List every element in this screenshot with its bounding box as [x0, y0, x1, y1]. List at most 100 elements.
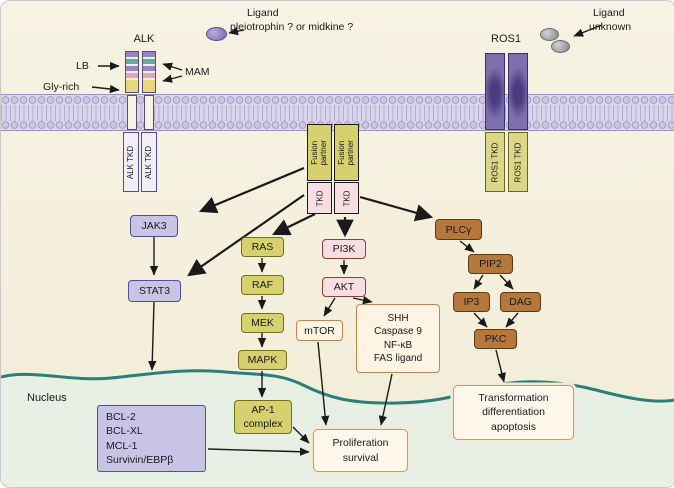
node-ip3-label: IP3 — [463, 296, 480, 308]
arrow-shh-proliferation — [378, 373, 393, 426]
thin-arrows — [91, 24, 603, 456]
node-shh-caspase-nfkb-fas-label: SHH Caspase 9 NF-κB FAS ligand — [373, 312, 423, 365]
fusion-partner-box-1: Fusion partner — [307, 124, 332, 181]
node-ras-label: RAS — [251, 241, 274, 253]
arrow-plcg-pip2 — [459, 240, 475, 253]
nucleus-label: Nucleus — [27, 392, 67, 404]
node-stat3: STAT3 — [128, 280, 181, 302]
fusion-partner-label-1: Fusion partner — [309, 139, 328, 166]
arrow-tkd-stat3 — [187, 194, 305, 277]
node-pip2: PIP2 — [468, 254, 513, 274]
node-dag-label: DAG — [509, 296, 532, 308]
transformation-outcome-box: Transformation differentiation apoptosis — [453, 385, 574, 440]
bold-arrows — [187, 166, 434, 277]
arrow-pip2-dag — [499, 274, 514, 290]
arrow-ligand-left — [228, 27, 245, 36]
fusion-tkd-box-2: TKD — [334, 182, 359, 214]
node-pkc: PKC — [474, 329, 517, 349]
arrow-tkd-plcg — [359, 195, 434, 222]
node-plcg: PLCγ — [435, 219, 482, 240]
arrow-bcl-proliferation — [207, 447, 310, 456]
gly-rich-domain-label: Gly-rich — [43, 81, 80, 93]
ligand-right-title: Ligand — [593, 7, 625, 19]
node-mapk: MAPK — [238, 350, 287, 370]
arrow-mam-lower — [162, 74, 183, 83]
ros1-tkd-box-2: ROS1 TKD — [508, 132, 528, 192]
arrow-tkd-jak3 — [198, 166, 305, 214]
node-dag: DAG — [500, 292, 541, 312]
node-mek-label: MEK — [251, 317, 274, 329]
alk-tkd-label-1: ALK TKD — [126, 145, 136, 179]
ros1-tkd-box-1: ROS1 TKD — [485, 132, 505, 192]
fusion-tkd-label-2: TKD — [342, 190, 351, 206]
ligand-unknown-oval-1 — [540, 28, 559, 41]
node-akt-label: AKT — [333, 281, 355, 293]
arrow-mtor-proliferation — [317, 341, 330, 426]
bcl-gene-1: BCL-2 — [106, 411, 136, 424]
ligand-left-subtitle: pleiotrophin ? or midkine ? — [230, 21, 354, 33]
ros1-tkd-label-1: ROS1 TKD — [490, 142, 500, 182]
fusion-partner-box-2: Fusion partner — [334, 124, 359, 181]
lb-domain-label: LB — [76, 60, 89, 72]
alk-transmembrane-2 — [144, 95, 154, 130]
nuclear-membrane-line — [1, 369, 674, 405]
node-pip2-label: PIP2 — [479, 258, 502, 270]
alk-tkd-box-1: ALK TKD — [123, 132, 139, 192]
bcl-gene-2: BCL-XL — [106, 425, 143, 438]
node-pi3k-label: PI3K — [332, 243, 356, 255]
node-raf: RAF — [241, 275, 284, 295]
node-shh-caspase-nfkb-fas: SHH Caspase 9 NF-κB FAS ligand — [356, 304, 440, 373]
arrow-akt-mtor — [323, 297, 336, 317]
membrane-lipid-heads-top — [1, 95, 674, 105]
arrow-dag-pkc — [505, 312, 519, 328]
ligand-oval — [206, 27, 227, 41]
node-ras: RAS — [241, 237, 284, 257]
arrow-stat3-nucleus — [148, 301, 157, 371]
node-jak3-label: JAK3 — [141, 220, 167, 232]
arrow-pkc-transformation — [495, 349, 506, 383]
arrow-pip2-ip3 — [473, 274, 484, 290]
alk-ectodomain-column-1 — [125, 51, 139, 93]
node-jak3: JAK3 — [130, 215, 178, 237]
node-mapk-label: MAPK — [247, 354, 278, 366]
alk-receptor-label: ALK — [133, 33, 155, 45]
node-mtor: mTOR — [296, 320, 343, 341]
arrow-ligand-right — [573, 24, 603, 37]
node-pkc-label: PKC — [484, 333, 507, 345]
mam-domain-label: MAM — [185, 66, 210, 78]
fusion-partner-label-2: Fusion partner — [336, 139, 355, 166]
arrow-gly-rich — [91, 84, 120, 94]
ros1-ectodomain-column-1 — [485, 53, 505, 130]
bcl-gene-4: Survivin/EBPβ — [106, 453, 174, 466]
node-plcg-label: PLCγ — [445, 223, 472, 236]
proliferation-survival-label: Proliferation survival — [332, 437, 389, 464]
fusion-tkd-label-1: TKD — [315, 190, 324, 206]
ros1-tkd-label-2: ROS1 TKD — [513, 142, 523, 182]
bcl-target-genes-box: BCL-2 BCL-XL MCL-1 Survivin/EBPβ — [97, 405, 206, 472]
node-raf-label: RAF — [252, 279, 273, 291]
ros1-receptor-label: ROS1 — [491, 33, 521, 45]
node-ip3: IP3 — [453, 292, 490, 312]
fusion-tkd-box-1: TKD — [307, 182, 332, 214]
node-pi3k: PI3K — [322, 239, 366, 259]
alk-transmembrane-1 — [127, 95, 137, 130]
ligand-unknown-oval-2 — [551, 40, 570, 53]
ros1-ectodomain-column-2 — [508, 53, 528, 130]
alk-tkd-label-2: ALK TKD — [144, 145, 154, 179]
transformation-outcome-label: Transformation differentiation apoptosis — [478, 392, 549, 433]
alk-ectodomain-column-2 — [142, 51, 156, 93]
node-mek: MEK — [241, 313, 284, 333]
proliferation-survival-box: Proliferation survival — [313, 429, 408, 472]
arrow-tkd-ras — [272, 213, 316, 236]
arrow-ap1-proliferation — [292, 426, 310, 444]
ligand-left-title: Ligand — [247, 7, 279, 19]
ligand-right-subtitle: unknown — [589, 21, 632, 33]
arrow-ip3-pkc — [473, 312, 488, 328]
node-stat3-label: STAT3 — [138, 285, 171, 297]
node-akt: AKT — [322, 277, 366, 297]
node-mtor-label: mTOR — [304, 324, 335, 337]
membrane-lipid-tails — [1, 105, 674, 121]
arrow-akt-shh — [352, 296, 373, 305]
